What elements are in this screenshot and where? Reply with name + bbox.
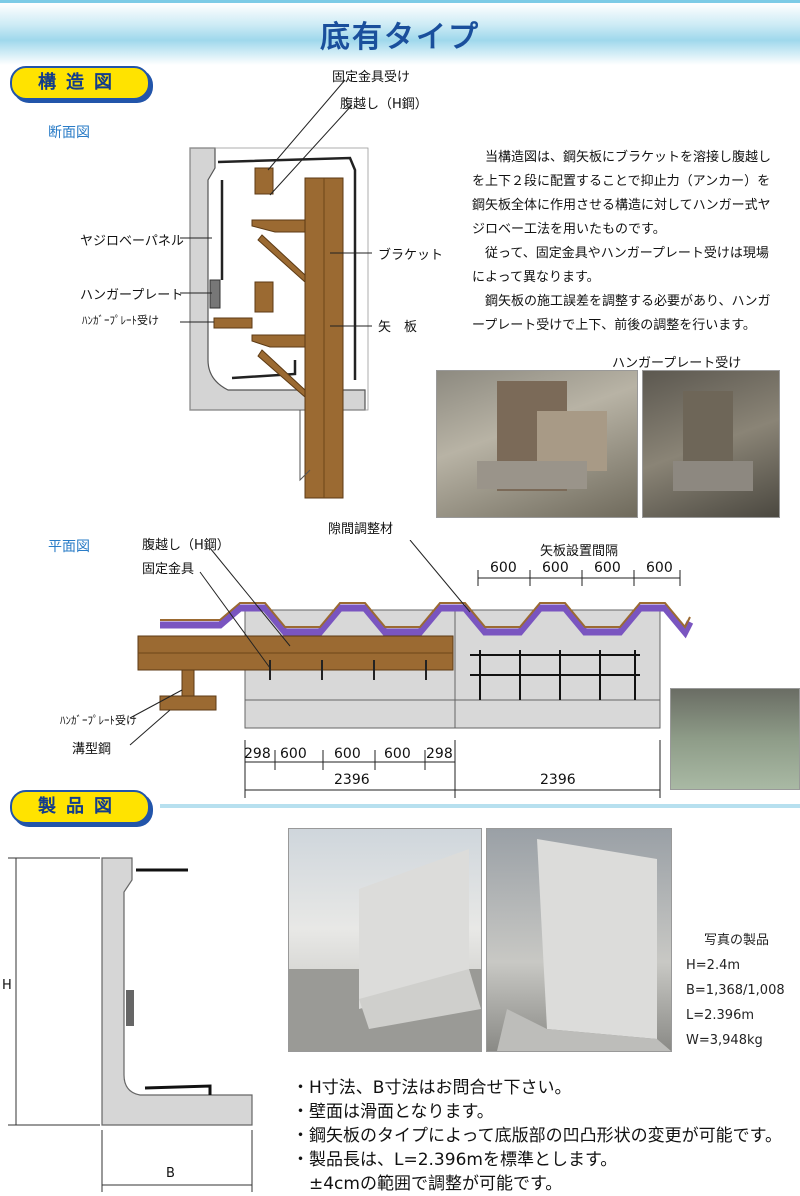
dim-bottom-2: 600	[280, 746, 307, 762]
leader-plan-fixture	[199, 571, 271, 669]
specs-caption: 写真の製品	[704, 933, 770, 948]
dim-top-2: 600	[542, 560, 569, 576]
specs-block: 写真の製品 H=2.4m B=1,368/1,008 L=2.396m W=3,…	[686, 928, 796, 1053]
callout-bracket: ブラケット	[378, 248, 444, 263]
dim-bottom-1: 298	[244, 746, 271, 762]
dim-label-b: B	[166, 1166, 175, 1181]
photo-placeholder-2	[673, 391, 753, 491]
gap-adjuster-strip	[160, 604, 694, 639]
plan-callout-gap-adjuster: 隙間調整材	[328, 522, 394, 537]
leader-wale	[269, 104, 353, 196]
ground-line	[299, 410, 311, 482]
spec-w: W=3,948kg	[686, 1033, 763, 1048]
outline-frame	[189, 147, 369, 411]
dim-top-3: 600	[594, 560, 621, 576]
notes-list: ・H寸法、B寸法はお問合せ下さい。 ・壁面は滑面となります。 ・鋼矢板のタイプに…	[292, 1076, 782, 1196]
photo-caption: ハンガープレート受け	[612, 356, 742, 371]
photo-product-front-shape	[289, 849, 481, 1051]
concrete-wall-section	[189, 147, 366, 411]
dim-label-h: H	[2, 978, 12, 993]
callout-wale: 腹越し（H鋼）	[340, 97, 428, 112]
rebar-grid	[470, 650, 640, 700]
plan-callout-pile-interval: 矢板設置間隔	[540, 544, 619, 559]
photo-product-side	[486, 828, 672, 1052]
fixtures	[269, 660, 427, 680]
spec-l: L=2.396m	[686, 1008, 755, 1023]
product-bottom-bar	[144, 1084, 212, 1095]
channel-post	[181, 669, 195, 697]
bracket-upper-strut	[257, 234, 306, 284]
wale-lower	[254, 281, 274, 313]
photo-hanger-receiver-1	[436, 370, 638, 518]
rebar-top	[217, 156, 357, 380]
wale-upper	[254, 167, 274, 195]
description-paragraph-3: 鋼矢板の施工誤差を調整する必要があり、ハンガープレート受けで上下、前後の調整を行…	[472, 294, 771, 333]
note-1: ・H寸法、B寸法はお問合せ下さい。	[292, 1078, 572, 1098]
callout-hanger-plate-receiver: ﾊﾝｶﾞｰﾌﾟﾚｰﾄ受け	[82, 314, 159, 327]
hanger-plate-receiver	[213, 317, 253, 329]
bracket-lower-strut	[257, 349, 306, 399]
callout-fixture-receiver: 固定金具受け	[332, 70, 411, 85]
title-band	[0, 0, 800, 65]
plan-view-diagram	[129, 540, 694, 798]
dim-bottom-3: 600	[334, 746, 361, 762]
cross-section-diagram	[180, 79, 372, 499]
product-diagram	[8, 857, 253, 1192]
plan-view-label: 平面図	[48, 539, 90, 555]
dimension-lines-top	[477, 570, 681, 586]
note-3: ・鋼矢板のタイプによって底版部の凹凸形状の変更が可能です。	[292, 1126, 782, 1146]
product-wall-profile	[101, 857, 253, 1126]
callout-yajirobe-panel: ヤジロベーパネル	[80, 234, 184, 249]
callout-sheet-pile: 矢 板	[378, 320, 418, 335]
page-title: 底有タイプ	[320, 20, 480, 55]
section-pill-structure: 構造図	[10, 66, 150, 100]
dim-bottom-5: 298	[426, 746, 453, 762]
dim-total-left: 2396	[334, 772, 370, 788]
rebar-bottom	[231, 360, 297, 380]
leader-fixture-receiver	[267, 79, 346, 171]
plan-callout-hanger-receiver: ﾊﾝｶﾞｰﾌﾟﾚｰﾄ受け	[60, 714, 137, 727]
leader-plan-channel	[129, 709, 171, 746]
dimension-lines-bottom	[244, 740, 661, 798]
note-2: ・壁面は滑面となります。	[292, 1102, 494, 1122]
plan-callout-channel-steel: 溝型鋼	[72, 742, 112, 757]
photo-water-site	[670, 688, 800, 790]
section-rule	[160, 804, 800, 808]
bracket-lower	[251, 334, 306, 348]
spec-b: B=1,368/1,008	[686, 983, 785, 998]
dim-top-1: 600	[490, 560, 517, 576]
photo-placeholder-1	[477, 381, 607, 491]
callout-hanger-plate: ハンガープレート	[80, 288, 184, 303]
dim-top-4: 600	[646, 560, 673, 576]
bracket-upper	[251, 219, 306, 233]
channel-steel	[159, 695, 217, 711]
description-paragraph-1: 当構造図は、鋼矢板にブラケットを溶接し腹越しを上下２段に配置することで抑止力（ア…	[472, 150, 772, 237]
section-view-label: 断面図	[48, 125, 90, 141]
note-5: ±4cmの範囲で調整が可能です。	[292, 1174, 563, 1194]
section-pill-product: 製品図	[10, 790, 150, 824]
leader-plan-wale	[209, 547, 291, 647]
product-hanger-plate	[126, 990, 134, 1026]
description-paragraph-2: 従って、固定金具やハンガープレート受けは現場によって異なります。	[472, 246, 769, 285]
plan-callout-wale: 腹越し（H鋼）	[142, 538, 230, 553]
leader-plan-hanger	[129, 689, 183, 719]
spec-h: H=2.4m	[686, 958, 741, 973]
description-block: 当構造図は、鋼矢板にブラケットを溶接し腹越しを上下２段に配置することで抑止力（ア…	[472, 146, 778, 338]
note-4: ・製品長は、L=2.396mを標準とします。	[292, 1150, 618, 1170]
photo-product-front	[288, 828, 482, 1052]
dim-bottom-4: 600	[384, 746, 411, 762]
hanger-plate	[209, 279, 221, 309]
photo-product-side-shape	[497, 839, 671, 1051]
leader-plan-gap	[409, 540, 471, 613]
sheet-pile-profile	[160, 602, 691, 629]
photo-hanger-receiver-2	[642, 370, 780, 518]
dim-total-right: 2396	[540, 772, 576, 788]
plan-callout-fixture: 固定金具	[142, 562, 195, 577]
